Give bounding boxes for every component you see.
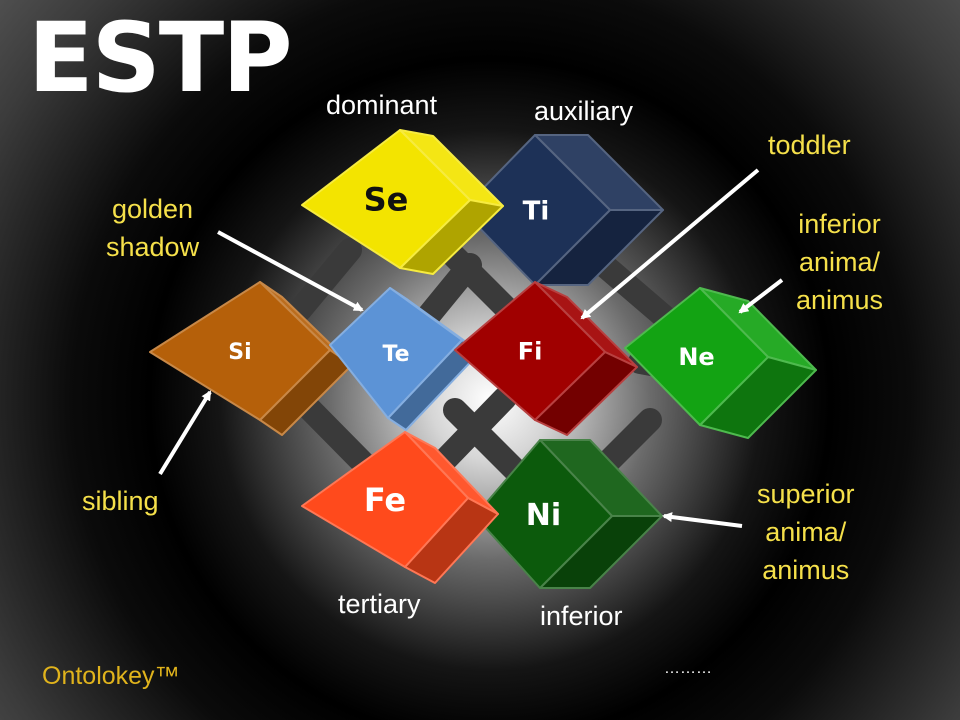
cube-se: Se <box>301 129 504 275</box>
cube-si: Si <box>149 281 353 436</box>
cube-si-front-face <box>149 281 331 421</box>
label-superior-anima-line3: animus <box>762 555 850 585</box>
cube-te: Te <box>329 287 481 431</box>
label-auxiliary: auxiliary <box>534 96 634 126</box>
cube-ni-label: Ni <box>526 498 561 533</box>
label-golden-shadow-line2: shadow <box>106 232 200 262</box>
label-superior-anima-line1: superior <box>757 479 855 509</box>
label-inferior-anima-line3: animus <box>796 285 884 315</box>
label-sibling: sibling <box>82 486 159 516</box>
cube-fi-front-face <box>454 281 606 421</box>
cube-ne: Ne <box>624 287 817 439</box>
cube-fe-label: Fe <box>364 481 406 519</box>
cube-fe-front-face <box>301 431 469 568</box>
connector-bar-4 <box>586 248 680 332</box>
cube-te-front-face <box>329 287 463 419</box>
cube-te-label: Te <box>382 342 409 367</box>
cube-ni-front-face <box>474 439 613 589</box>
page-title: ESTP <box>28 2 293 114</box>
cube-se-front-face <box>301 129 471 269</box>
label-inferior-anima: inferior anima/ animus <box>796 205 883 319</box>
label-golden-shadow-line1: golden <box>111 194 194 224</box>
golden-shadow-arrow <box>217 230 364 312</box>
connector-bar-7 <box>443 398 527 482</box>
cube-ne-label: Ne <box>678 343 714 371</box>
label-dominant: dominant <box>326 90 438 120</box>
label-golden-shadow: golden shadow <box>106 190 199 266</box>
toddler-arrow <box>580 168 760 320</box>
sibling-arrow <box>158 390 212 476</box>
arrow-group <box>158 168 784 528</box>
label-toddler: toddler <box>768 130 851 160</box>
label-inferior-anima-line1: inferior <box>798 209 881 239</box>
footer-dots: ……… <box>664 660 712 677</box>
cube-ti: Ti <box>461 134 664 286</box>
cube-ne-front-face <box>624 287 769 426</box>
cube-ti-label: Ti <box>523 196 550 226</box>
label-inferior: inferior <box>540 601 623 631</box>
label-tertiary: tertiary <box>338 589 421 619</box>
superior-anima-arrow <box>662 512 743 528</box>
connector-bar-1 <box>288 238 362 322</box>
cube-fe: Fe <box>301 431 499 584</box>
label-superior-anima: superior anima/ animus <box>757 475 855 589</box>
label-superior-anima-line2: anima/ <box>765 517 847 547</box>
brand-label: Ontolokey™ <box>42 662 180 690</box>
cube-se-label: Se <box>364 181 409 219</box>
label-inferior-anima-line2: anima/ <box>799 247 881 277</box>
inferior-anima-arrow <box>738 278 784 314</box>
cube-fi-label: Fi <box>518 338 543 366</box>
cube-fi: Fi <box>454 281 638 436</box>
cube-si-label: Si <box>228 340 251 365</box>
cube-ni: Ni <box>474 439 663 589</box>
